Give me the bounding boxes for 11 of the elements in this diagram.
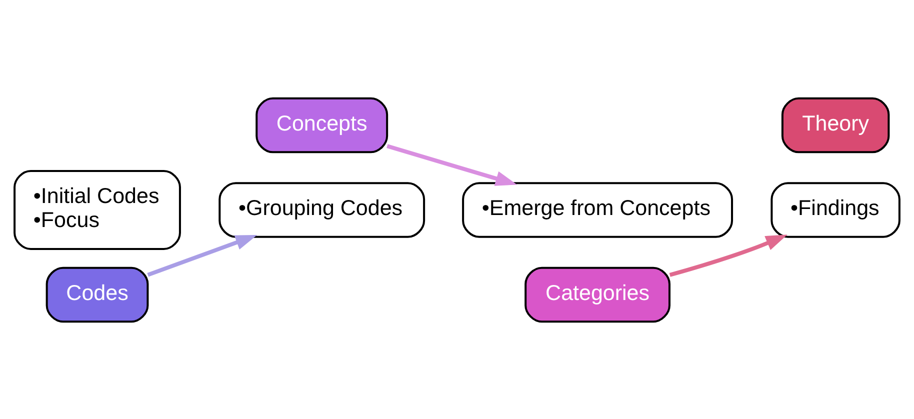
node-box: Codes xyxy=(46,266,149,322)
node-box: Concepts xyxy=(256,96,388,153)
arrow xyxy=(386,144,518,186)
node-box: •Initial Codes •Focus xyxy=(14,170,181,250)
arrow xyxy=(669,234,788,276)
arrow xyxy=(147,234,258,276)
node-box: Theory xyxy=(781,96,890,153)
node-box: •Emerge from Concepts xyxy=(462,182,734,238)
node-box: •Grouping Codes xyxy=(218,182,426,238)
node-box: Categories xyxy=(524,266,670,322)
node-box: •Findings xyxy=(770,182,900,238)
